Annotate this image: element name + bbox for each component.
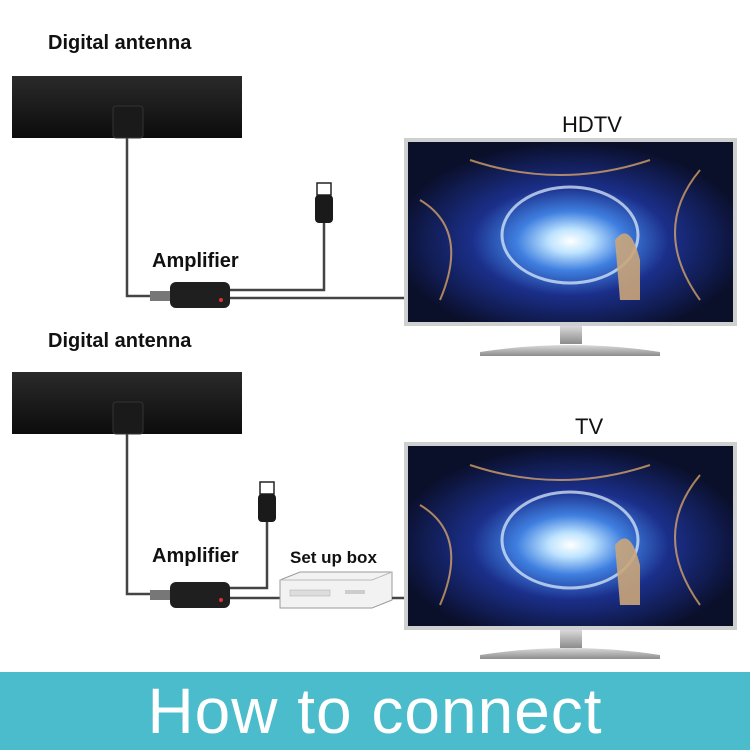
bottom-tv [404,442,737,659]
top-usb-cable [228,223,326,292]
top-tv-label: HDTV [562,112,622,137]
top-amplifier-label: Amplifier [152,250,239,272]
settop-box-label: Set up box [290,548,377,567]
bottom-usb-cable [228,522,269,590]
bottom-usb-plug [259,481,275,495]
top-usb-plug [316,182,332,196]
bottom-scene [12,372,737,659]
bottom-antenna-label: Digital antenna [48,330,192,352]
bottom-antenna-cable [125,434,170,596]
bottom-antenna-connector [112,401,144,435]
bottom-amplifier-label: Amplifier [152,545,239,567]
top-tv [404,138,737,356]
connection-diagram [12,76,737,659]
how-to-connect-banner: How to connect [0,672,750,750]
settop-box [279,571,393,609]
top-scene [12,76,737,356]
top-antenna-label: Digital antenna [48,32,192,54]
bottom-amplifier [170,582,230,608]
banner-title: How to connect [147,675,603,747]
top-amplifier [170,282,230,308]
top-antenna-connector [112,105,144,139]
bottom-tv-label: TV [575,414,604,439]
